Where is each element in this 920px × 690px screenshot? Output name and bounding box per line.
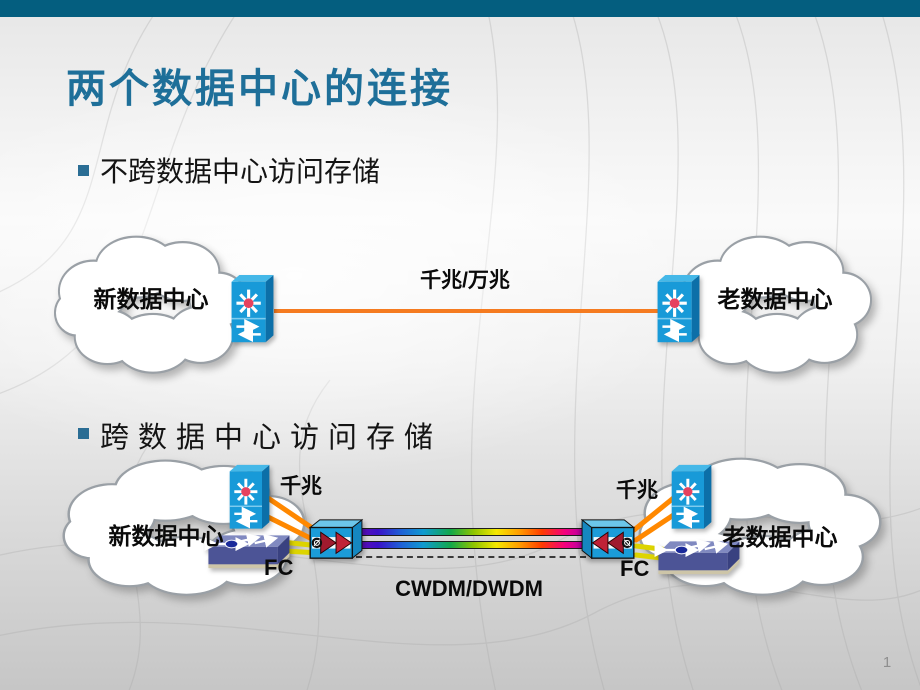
dashed-span-line <box>356 556 586 558</box>
page-title: 两个数据中心的连接 <box>66 65 453 112</box>
dwdm-rainbow-fiber-1 <box>354 528 584 536</box>
cloud-label-new-dc-1: 新数据中心 <box>93 286 209 312</box>
multilayer-switch-icon-4 <box>671 464 712 529</box>
bullet-text-cross-dc: 跨数据中心访问存储 <box>100 420 443 454</box>
multilayer-switch-icon-2 <box>657 274 700 343</box>
top-accent-bar <box>0 0 920 17</box>
fc-label-right: FC <box>620 556 650 581</box>
fc-switch-icon-left <box>204 533 290 569</box>
multilayer-switch-icon-3 <box>229 464 270 529</box>
ethernet-link-line <box>274 309 660 313</box>
wdm-mux-icon-right <box>580 518 636 560</box>
wdm-link-label: CWDM/DWDM <box>395 576 543 601</box>
cloud-label-old-dc-1: 老数据中心 <box>717 286 833 312</box>
page-number: 1 <box>882 654 892 671</box>
bullet-text-no-cross-dc: 不跨数据中心访问存储 <box>100 155 381 188</box>
gig-fiber-right-1 <box>631 493 679 533</box>
bullet-square-1 <box>78 165 89 176</box>
fc-label-left: FC <box>264 555 294 580</box>
wdm-mux-icon-left <box>308 518 364 560</box>
gig-fiber-right-2 <box>633 509 681 543</box>
cloud-label-new-dc-2: 新数据中心 <box>108 523 224 549</box>
multilayer-switch-icon-1 <box>231 274 274 343</box>
gig-label-right: 千兆 <box>616 479 658 502</box>
bullet-square-2 <box>78 428 89 439</box>
dwdm-rainbow-fiber-2 <box>354 541 584 549</box>
fc-switch-icon-right <box>654 539 740 575</box>
gig-label-left: 千兆 <box>280 475 322 498</box>
cloud-label-old-dc-2: 老数据中心 <box>722 524 838 550</box>
gigabit-link-label: 千兆/万兆 <box>420 269 510 292</box>
